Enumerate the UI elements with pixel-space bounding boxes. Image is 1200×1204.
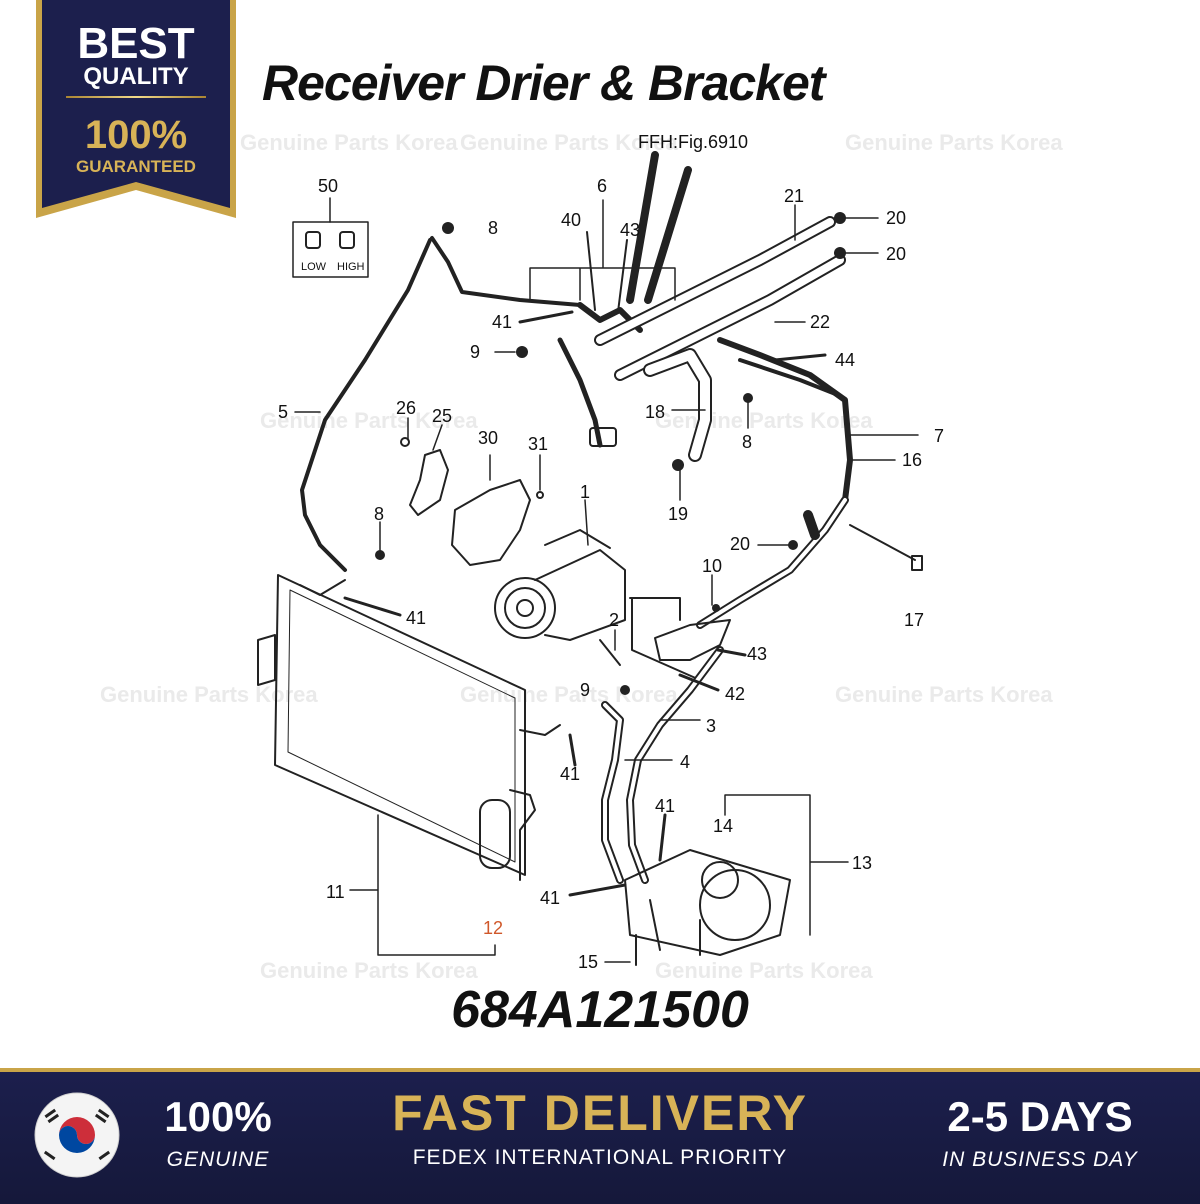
callout-30: 30 (478, 428, 498, 448)
callout-14: 14 (713, 816, 733, 836)
callout-4: 4 (680, 752, 690, 772)
fan-13 (624, 849, 791, 956)
watermark-2: Genuine Parts Korea (460, 130, 678, 155)
delivery-subtitle: FEDEX INTERNATIONAL PRIORITY (412, 1146, 788, 1169)
korea-flag-icon (34, 1092, 120, 1178)
bottom-banner: 100% GENUINE FAST DELIVERY FEDEX INTERNA… (0, 1068, 1200, 1204)
port-label-high: HIGH (337, 261, 365, 273)
callout-20: 20 (886, 244, 906, 264)
callout-10: 10 (702, 556, 722, 576)
callout-50: 50 (318, 176, 338, 196)
callout-17: 17 (904, 610, 924, 630)
callout-41: 41 (406, 608, 426, 628)
genuine-label: GENUINE (166, 1148, 270, 1171)
callout-41: 41 (540, 888, 560, 908)
callout-19: 19 (668, 504, 688, 524)
callout-42: 42 (725, 684, 745, 704)
bracket-30 (451, 479, 531, 566)
callout-12: 12 (483, 918, 503, 938)
callout-8: 8 (374, 504, 384, 524)
callout-15: 15 (578, 952, 598, 972)
port-label-low: LOW (301, 261, 327, 273)
callout-8: 8 (742, 432, 752, 452)
callout-25: 25 (432, 406, 452, 426)
callout-8: 8 (488, 218, 498, 238)
callout-13: 13 (852, 853, 872, 873)
delivery-block: FAST DELIVERY FEDEX INTERNATIONAL PRIORI… (315, 1086, 885, 1170)
callout-9: 9 (580, 680, 590, 700)
watermark-5: Genuine Parts Korea (655, 408, 873, 433)
condenser-11 (257, 574, 561, 876)
page-title: Receiver Drier & Bracket (262, 55, 825, 111)
badge-line4: GUARANTEED (76, 157, 196, 176)
callout-20: 20 (886, 208, 906, 228)
parts-diagram: Genuine Parts Korea Genuine Parts Korea … (100, 130, 1063, 983)
compressor-1 (494, 529, 626, 641)
days-block: 2-5 DAYS IN BUSINESS DAY (905, 1094, 1175, 1172)
callout-7: 7 (934, 426, 944, 446)
badge-line3: 100% (85, 113, 187, 157)
watermark-6: Genuine Parts Korea (100, 682, 318, 707)
delivery-title: FAST DELIVERY (392, 1085, 808, 1141)
callout-2: 2 (609, 610, 619, 630)
badge-line1: BEST (77, 19, 194, 68)
watermark-10: Genuine Parts Korea (655, 958, 873, 983)
figure-ref: FFH:Fig.6910 (638, 132, 748, 152)
callout-41: 41 (560, 764, 580, 784)
callout-21: 21 (784, 186, 804, 206)
callout-44: 44 (835, 350, 855, 370)
callout-9: 9 (470, 342, 480, 362)
callout-5: 5 (278, 402, 288, 422)
callout-18: 18 (645, 402, 665, 422)
callout-26: 26 (396, 398, 416, 418)
watermark-3: Genuine Parts Korea (845, 130, 1063, 155)
bracket-42 (654, 619, 731, 661)
part-number: 684A121500 (451, 981, 749, 1039)
callout-41: 41 (492, 312, 512, 332)
receiver-drier-12 (479, 789, 536, 881)
bolt-17 (849, 524, 916, 561)
days-title: 2-5 DAYS (947, 1093, 1133, 1140)
callout-40: 40 (561, 210, 581, 230)
callout-43: 43 (620, 220, 640, 240)
callout-11: 11 (326, 882, 345, 902)
badge-line2: QUALITY (83, 63, 188, 90)
watermark-9: Genuine Parts Korea (260, 958, 478, 983)
pipe-top-left (430, 236, 582, 307)
callout-43: 43 (747, 644, 767, 664)
callout-20: 20 (730, 534, 750, 554)
watermarks: Genuine Parts Korea Genuine Parts Korea … (100, 130, 1063, 983)
callout-31: 31 (528, 434, 548, 454)
callout-41: 41 (655, 796, 675, 816)
callout-1: 1 (580, 482, 590, 502)
days-subtitle: IN BUSINESS DAY (942, 1148, 1138, 1171)
callout-22: 22 (810, 312, 830, 332)
best-quality-badge: BEST QUALITY 100% GUARANTEED (36, 0, 236, 218)
watermark-1: Genuine Parts Korea (240, 130, 458, 155)
watermark-7: Genuine Parts Korea (460, 682, 678, 707)
callout-3: 3 (706, 716, 716, 736)
callout-6: 6 (597, 176, 607, 196)
genuine-percent: 100% (164, 1093, 272, 1140)
genuine-block: 100% GENUINE (138, 1094, 298, 1172)
callout-16: 16 (902, 450, 922, 470)
bracket-25 (409, 449, 449, 516)
hose-5 (300, 238, 432, 572)
watermark-8: Genuine Parts Korea (835, 682, 1053, 707)
